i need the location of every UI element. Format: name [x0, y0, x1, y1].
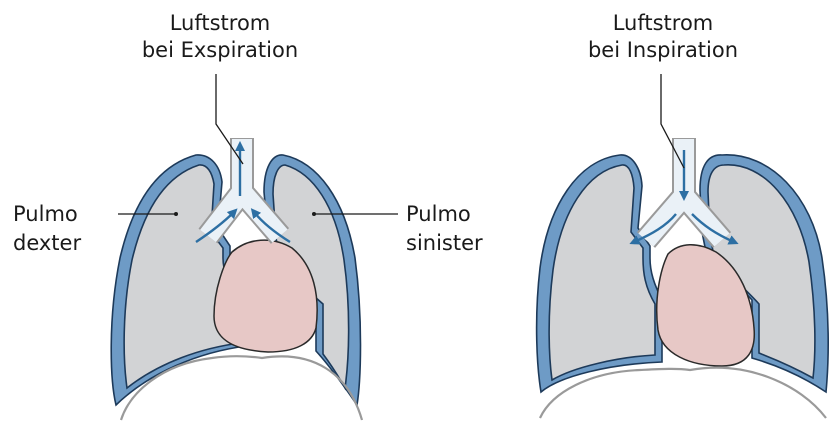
label-pulmo-sinister: Pulmo sinister: [406, 202, 483, 255]
heart-left: [214, 240, 317, 352]
expiration-panel: Luftstrom bei Exspiration Pulmo dexter P…: [13, 11, 483, 420]
label-pulmo-sinister-line1: Pulmo: [406, 202, 471, 226]
diaphragm-right: [540, 368, 826, 418]
title-inspiration-line2: bei Inspiration: [588, 38, 738, 62]
pointer-dot-dexter: [174, 212, 178, 216]
label-pulmo-sinister-line2: sinister: [406, 231, 483, 255]
title-expiration: Luftstrom bei Exspiration: [142, 11, 298, 62]
title-expiration-line1: Luftstrom: [170, 11, 271, 35]
label-pulmo-dexter-line2: dexter: [13, 231, 81, 255]
title-inspiration-line1: Luftstrom: [613, 11, 714, 35]
pointer-dot-sinister: [312, 212, 316, 216]
label-pulmo-dexter-line1: Pulmo: [13, 202, 78, 226]
inspiration-panel: Luftstrom bei Inspiration: [537, 11, 829, 418]
label-pulmo-dexter: Pulmo dexter: [13, 202, 81, 255]
title-inspiration: Luftstrom bei Inspiration: [588, 11, 738, 62]
pulmo-dexter-right: [537, 155, 662, 392]
title-expiration-line2: bei Exspiration: [142, 38, 298, 62]
